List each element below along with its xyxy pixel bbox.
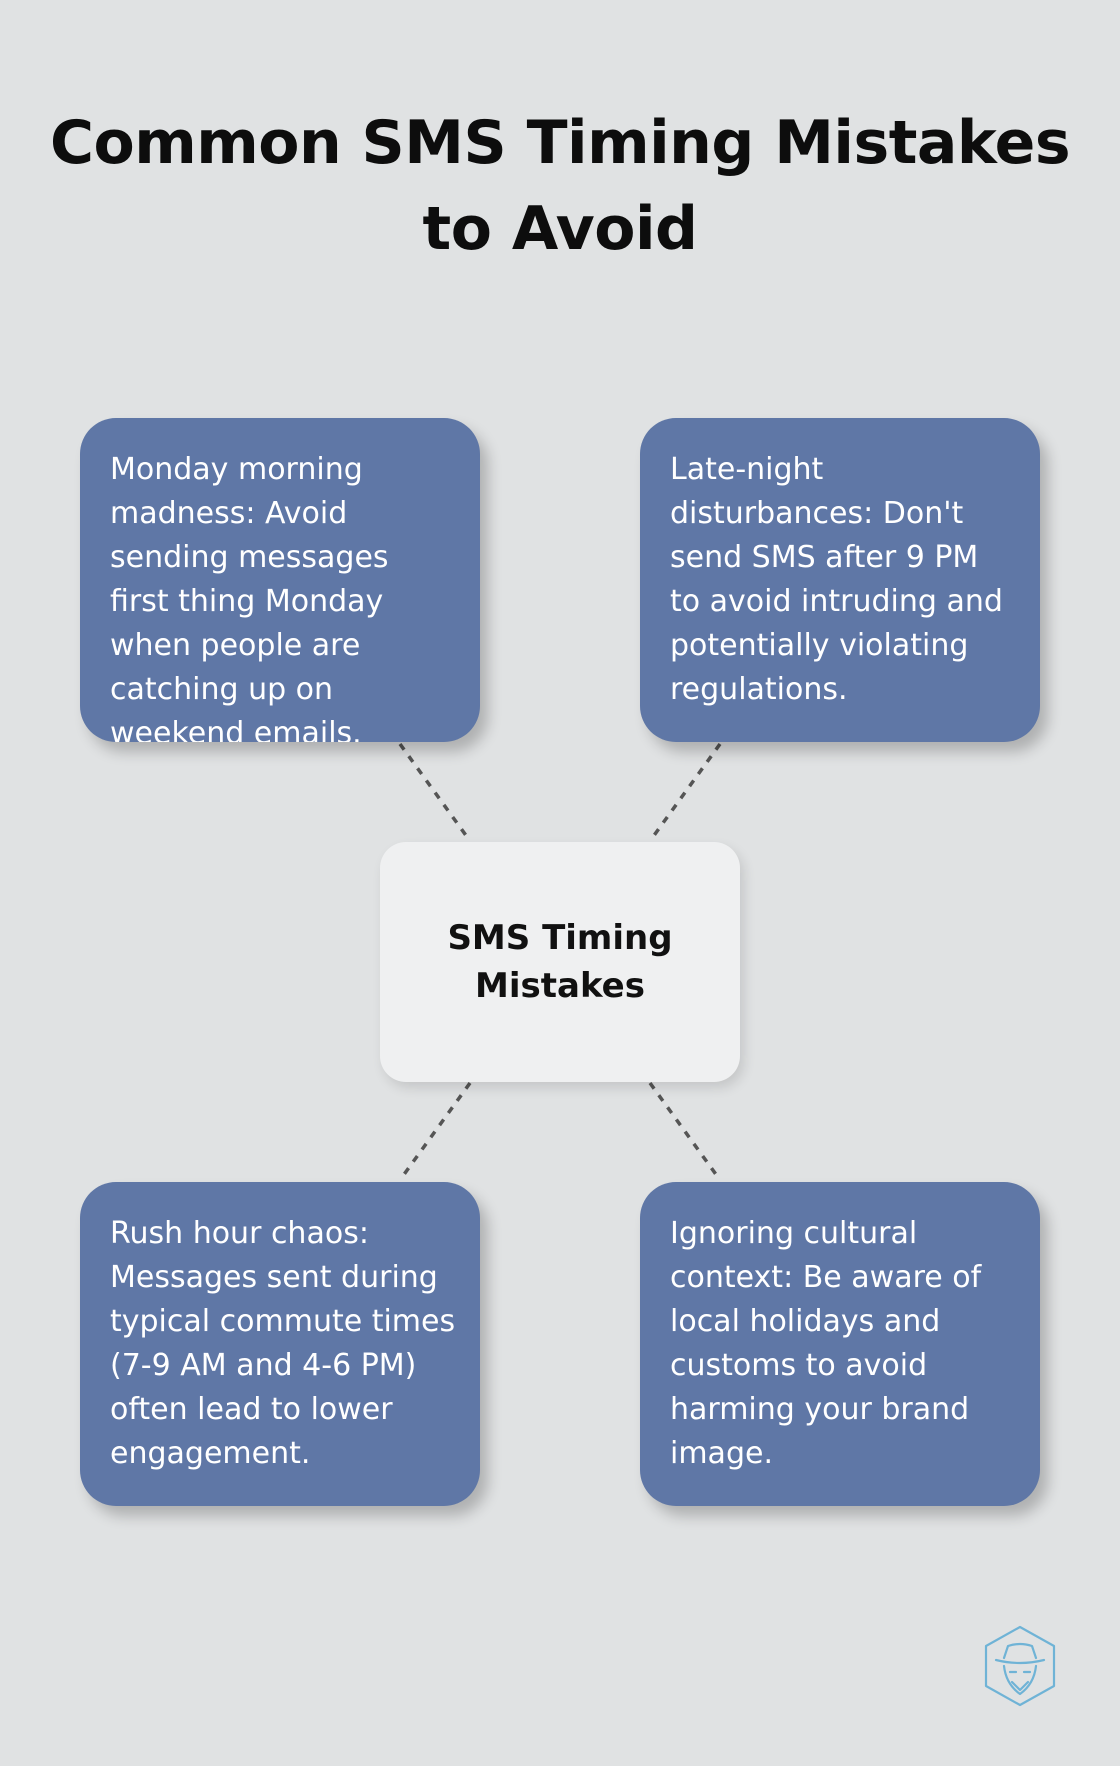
center-node-label: SMS Timing Mistakes [447, 918, 673, 1006]
page-title: Common SMS Timing Mistakes to Avoid [49, 108, 1071, 264]
spy-hat-hexagon-icon [984, 1625, 1056, 1707]
connector-top-right [648, 742, 722, 843]
mistake-card-rush-hour: Rush hour chaos: Messages sent during ty… [80, 1182, 480, 1506]
mistake-card-late-night: Late-night disturbances: Don't send SMS … [640, 418, 1040, 742]
mistake-card-monday-morning: Monday morning madness: Avoid sending me… [80, 418, 480, 742]
connector-top-left [398, 742, 472, 843]
mistake-card-cultural-context: Ignoring cultural context: Be aware of l… [640, 1182, 1040, 1506]
mistake-card-text: Rush hour chaos: Messages sent during ty… [110, 1216, 456, 1471]
mistake-card-text: Monday morning madness: Avoid sending me… [110, 452, 389, 742]
mistake-card-text: Ignoring cultural context: Be aware of l… [670, 1216, 982, 1471]
mistake-card-text: Late-night disturbances: Don't send SMS … [670, 452, 1003, 707]
center-node: SMS Timing Mistakes [380, 842, 740, 1082]
connector-bottom-left [398, 1081, 472, 1182]
connector-bottom-right [648, 1081, 722, 1182]
